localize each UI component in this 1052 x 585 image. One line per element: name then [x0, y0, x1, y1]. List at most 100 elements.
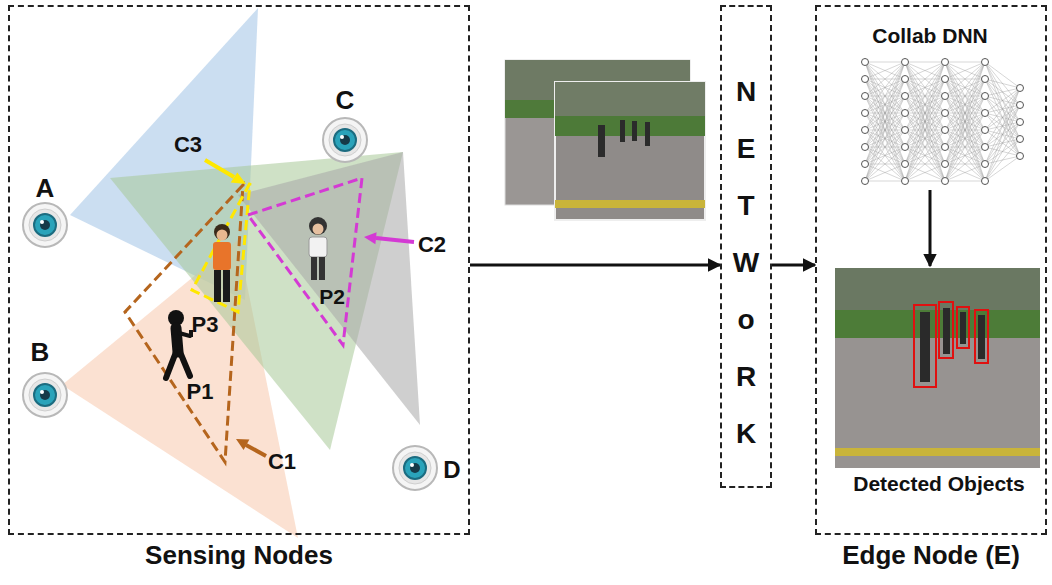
network-link	[985, 122, 1020, 181]
camera-fov	[62, 8, 420, 538]
drawing-part	[231, 172, 246, 184]
network-link	[945, 62, 985, 96]
drawing-part	[217, 230, 228, 241]
network-neuron	[942, 178, 949, 185]
drawing-part	[309, 237, 327, 257]
camera-icon	[23, 203, 67, 247]
drawing-part	[125, 185, 243, 462]
network-link	[945, 79, 985, 181]
network-link	[865, 62, 905, 113]
network-link	[985, 79, 1020, 156]
network-link	[905, 181, 945, 182]
drawing-part	[914, 305, 936, 387]
network-link	[985, 88, 1020, 164]
network-link	[905, 62, 945, 147]
network-link	[865, 62, 905, 79]
network-link	[865, 79, 905, 181]
network-link	[945, 130, 985, 181]
network-link	[905, 79, 945, 181]
network-neuron	[862, 93, 869, 100]
drawing-part	[309, 217, 327, 235]
network-link	[945, 96, 985, 181]
drawing-part	[311, 257, 317, 280]
network-link	[905, 62, 945, 147]
network-link	[865, 164, 905, 181]
network-neuron	[902, 110, 909, 117]
network-link	[945, 62, 985, 147]
network-neuron	[982, 76, 989, 83]
network-link	[945, 79, 985, 181]
drawing-part	[236, 439, 249, 450]
network-link	[985, 105, 1020, 181]
person-p2	[309, 217, 327, 280]
drawing-part	[632, 121, 637, 141]
drawing-part	[835, 268, 1040, 310]
network-link	[945, 164, 985, 181]
network-link	[945, 113, 985, 181]
drawing-part	[213, 242, 231, 270]
network-link	[985, 62, 1020, 122]
drawing-part	[248, 178, 362, 345]
network-link	[865, 147, 905, 181]
network-link	[905, 62, 945, 130]
network-link	[985, 62, 1020, 105]
network-neuron	[942, 161, 949, 168]
edge-node-region: Edge Node (E)Collab DNNDetected Objects	[815, 5, 1047, 535]
network-neuron	[902, 178, 909, 185]
network-link	[905, 62, 945, 79]
network-neuron	[942, 76, 949, 83]
network-link	[945, 62, 985, 130]
network-link	[945, 62, 985, 147]
camera-frame	[555, 82, 705, 220]
drawing-part	[960, 312, 966, 344]
network-link	[905, 62, 945, 181]
network-link	[865, 62, 905, 181]
network-link	[945, 62, 985, 130]
vertical-label: N E T W o R K	[732, 63, 760, 462]
network-neuron	[982, 161, 989, 168]
network-link	[865, 62, 905, 96]
network-neuron	[982, 59, 989, 66]
network-neuron	[982, 110, 989, 117]
network-link	[945, 62, 985, 79]
network-link	[905, 62, 945, 96]
network-link	[905, 79, 945, 181]
network-neuron	[1017, 119, 1024, 126]
network-link	[945, 62, 985, 181]
network-box: N E T W o R K	[720, 5, 772, 488]
drawing-part	[645, 122, 650, 146]
network-link	[905, 62, 945, 96]
network-link	[985, 79, 1020, 88]
network-neuron	[862, 161, 869, 168]
network-link	[985, 62, 1020, 156]
detection-frame	[835, 268, 1040, 468]
network-neuron	[942, 93, 949, 100]
network-link	[985, 62, 1020, 88]
network-neuron	[862, 144, 869, 151]
drawing-part	[598, 125, 605, 157]
network-link	[865, 96, 905, 181]
network-link	[905, 113, 945, 181]
camera-icon	[323, 118, 367, 162]
network-link	[865, 79, 905, 181]
drawing-part	[555, 116, 705, 136]
drawing-part	[166, 352, 176, 378]
network-link	[905, 96, 945, 181]
callout-label: C	[336, 87, 355, 113]
network-link	[985, 156, 1020, 181]
drawing-part	[214, 224, 230, 240]
flow-arrow	[470, 264, 720, 267]
network-neuron	[942, 144, 949, 151]
node-label: Sensing Nodes	[10, 541, 468, 571]
sensing-region: Sensing Nodes	[8, 5, 470, 535]
network-link	[905, 96, 945, 181]
network-link	[905, 164, 945, 181]
network-link	[865, 62, 905, 96]
network-link	[865, 62, 905, 147]
network-link	[865, 62, 905, 113]
network-link	[865, 62, 905, 164]
network-link	[865, 62, 905, 79]
network-link	[865, 113, 905, 181]
network-neuron	[1017, 136, 1024, 143]
